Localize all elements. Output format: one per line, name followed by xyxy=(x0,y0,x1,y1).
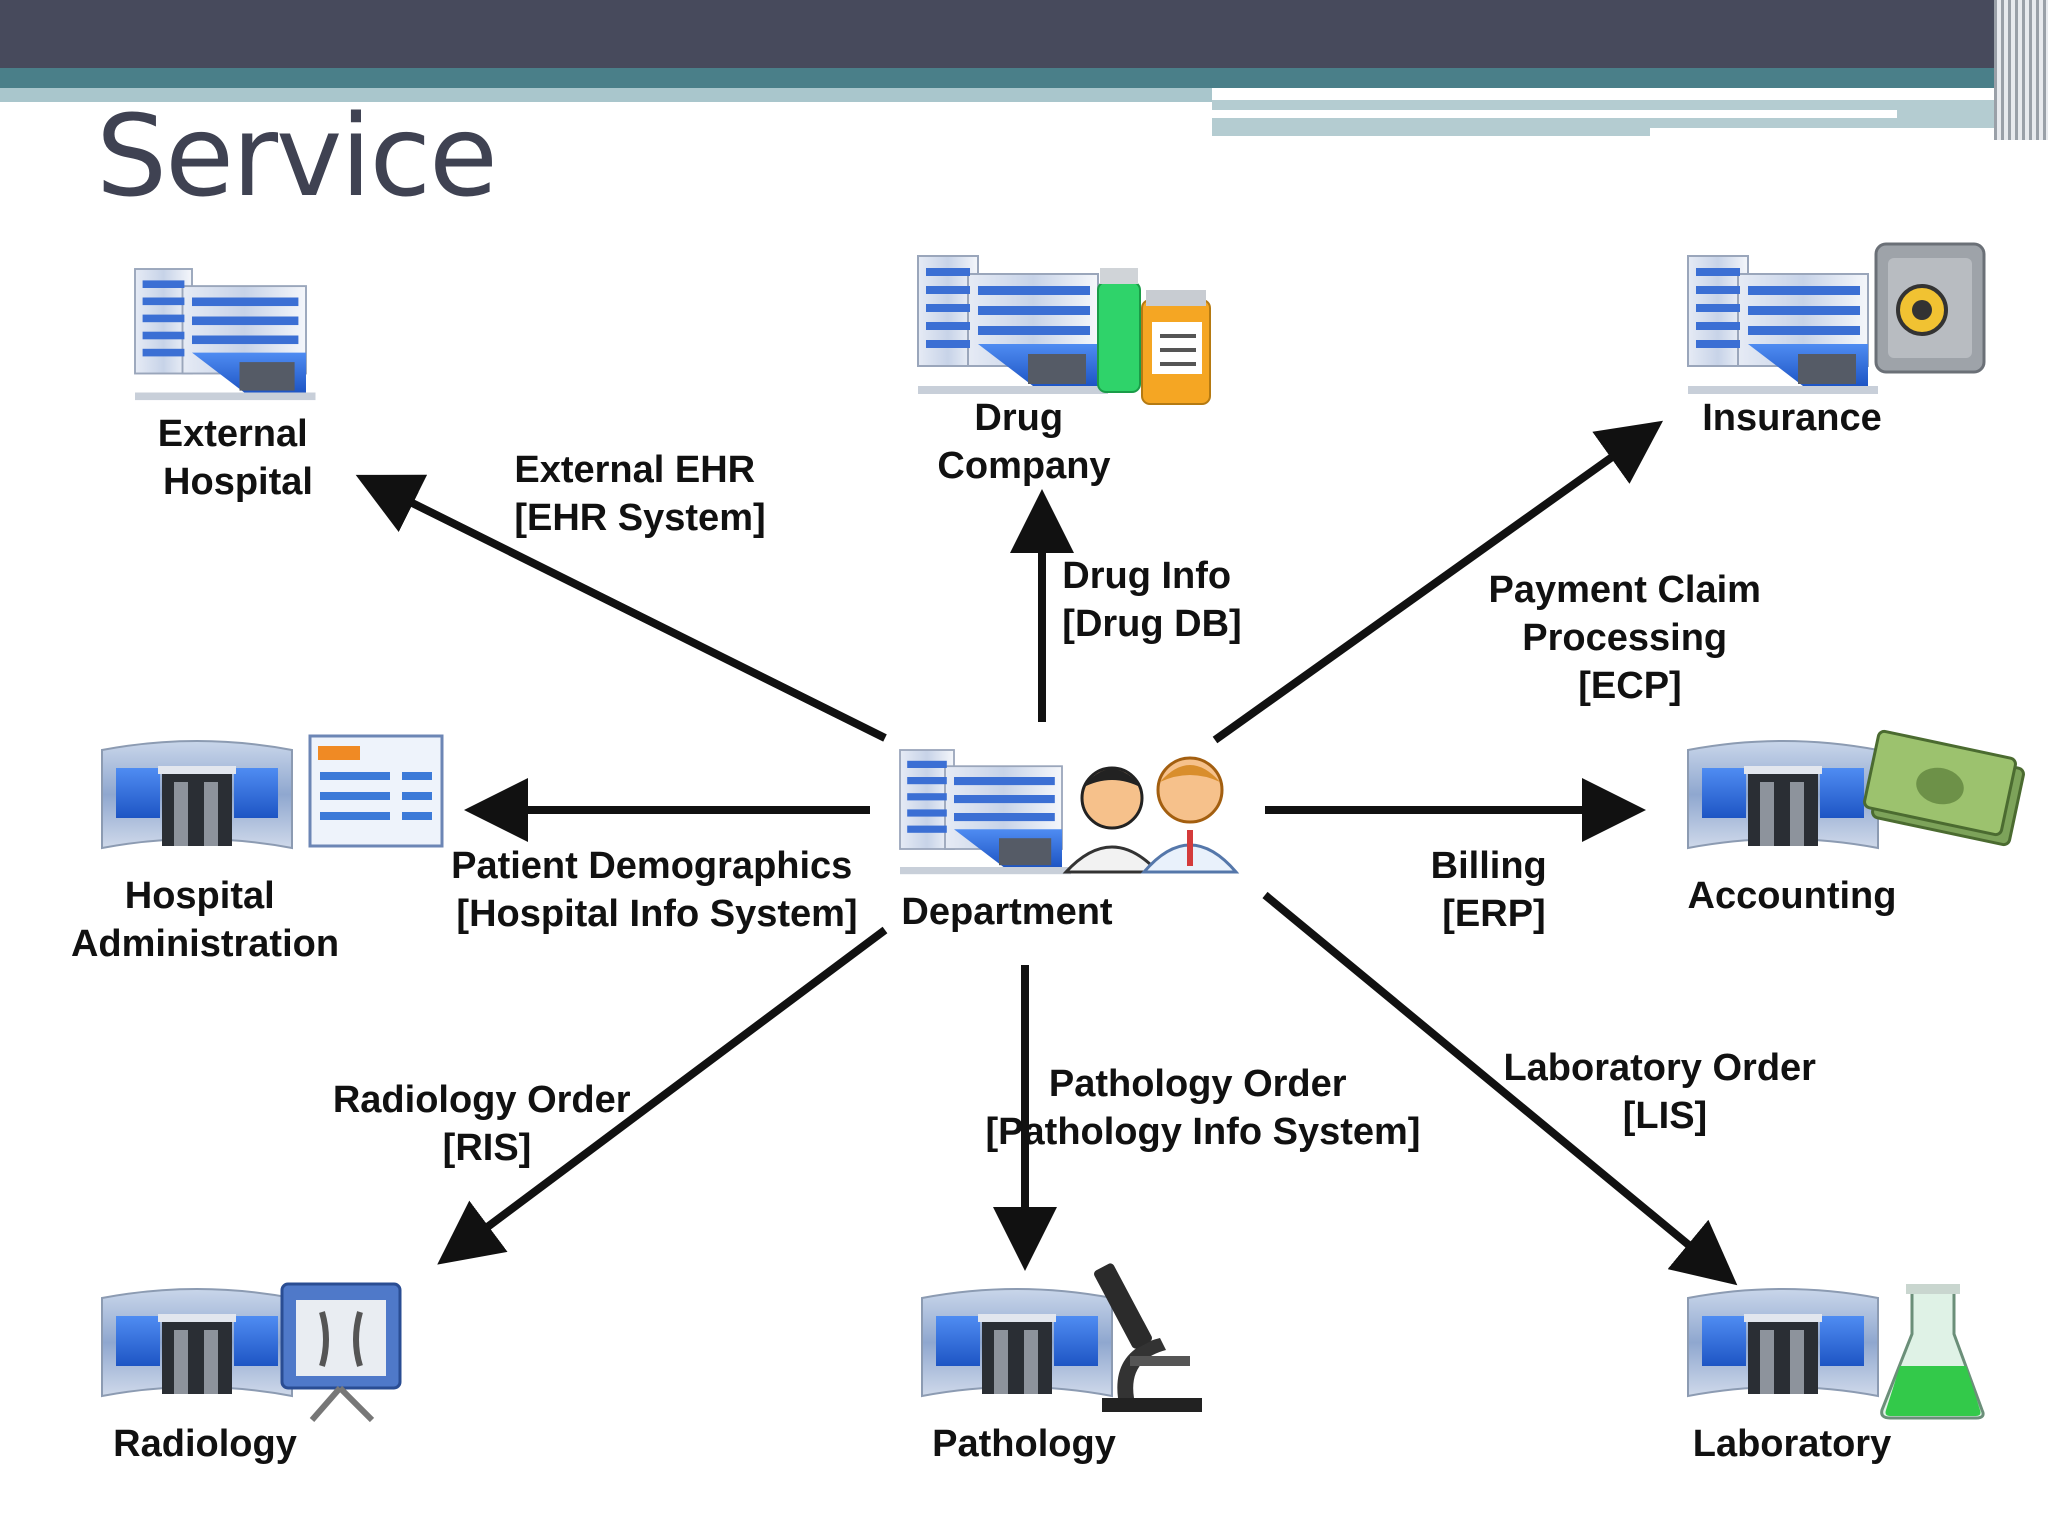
header-right-line xyxy=(1212,110,1897,118)
edge-label-external-ehr: External EHR [EHR System] xyxy=(514,449,765,539)
edge-label-line: [ERP] xyxy=(1442,893,1545,935)
department-building-with-money-icon xyxy=(1687,729,2025,849)
header-right-line-2 xyxy=(1650,128,2010,138)
node-label-department: Department xyxy=(901,891,1112,933)
department-building-with-microscope-icon xyxy=(921,1263,1202,1412)
edge-label-line: [LIS] xyxy=(1623,1095,1707,1137)
edge-label-line: [ECP] xyxy=(1578,665,1681,707)
node-label-insurance: Insurance xyxy=(1702,397,1882,439)
arrow-to-insurance xyxy=(1212,420,1664,744)
edge-label-radiology-order: Radiology Order [RIS] xyxy=(333,1079,641,1169)
department-building-with-xray-icon xyxy=(101,1282,402,1423)
header-light-band xyxy=(0,88,1212,102)
edge-label-line: [Drug DB] xyxy=(1062,603,1241,645)
node-label-line: Insurance xyxy=(1702,397,1882,439)
edge-label-line: [Pathology Info System] xyxy=(986,1111,1421,1153)
edge-label-patient-demographics: Patient Demographics [Hospital Info Syst… xyxy=(451,845,863,935)
edge-label-line: [RIS] xyxy=(443,1127,532,1169)
edge-label-line: Drug Info xyxy=(1062,555,1231,597)
page-title: Service xyxy=(96,92,498,222)
node-label-drug-company: Drug Company xyxy=(937,397,1110,487)
department-building-with-flask-icon xyxy=(1687,1284,1985,1420)
arrow-to-radiology xyxy=(437,926,888,1265)
edge-label-drug-info: Drug Info [Drug DB] xyxy=(1062,555,1241,645)
edge-label-line: Billing xyxy=(1431,845,1547,887)
node-label-line: Company xyxy=(937,445,1110,487)
hospital-building-with-doctors-icon xyxy=(899,749,1240,876)
node-label-hospital-administration: Hospital Administration xyxy=(71,875,339,965)
header-accent-band xyxy=(0,68,2048,88)
edge-label-line: Processing xyxy=(1522,617,1727,659)
node-label-line: Hospital xyxy=(163,461,313,503)
edge-label-line: [Hospital Info System] xyxy=(456,893,857,935)
arrow-to-laboratory xyxy=(1262,891,1738,1286)
edge-label-payment-claim: Payment Claim Processing [ECP] xyxy=(1488,569,1771,707)
hospital-building-icon xyxy=(134,268,317,402)
node-label-pathology: Pathology xyxy=(932,1423,1116,1465)
node-label-external-hospital: External Hospital xyxy=(158,413,319,503)
edge-label-line: Laboratory Order xyxy=(1503,1047,1816,1089)
node-label-accounting: Accounting xyxy=(1688,875,1897,917)
node-label-line: Pathology xyxy=(932,1423,1116,1465)
hospital-building-with-medicine-bottles-icon xyxy=(917,255,1211,405)
hospital-building-with-safe-icon xyxy=(1687,242,1986,395)
edge-label-laboratory-order: Laboratory Order [LIS] xyxy=(1503,1047,1826,1137)
edge-label-billing: Billing [ERP] xyxy=(1431,845,1558,935)
node-label-line: External xyxy=(158,413,308,455)
node-label-radiology: Radiology xyxy=(113,1423,297,1465)
department-building-with-form-icon xyxy=(101,734,444,849)
arrow-to-external-hospital xyxy=(355,474,887,742)
node-label-line: Laboratory xyxy=(1693,1423,1891,1465)
edge-label-line: [EHR System] xyxy=(514,497,765,539)
node-label-line: Accounting xyxy=(1688,875,1897,917)
edge-arrows xyxy=(355,420,1738,1286)
node-label-line: Drug xyxy=(974,397,1063,439)
edge-label-line: Radiology Order xyxy=(333,1079,631,1121)
header-edge-stripes xyxy=(1994,0,2048,140)
edge-label-line: Pathology Order xyxy=(1049,1063,1347,1105)
edge-label-line: Payment Claim xyxy=(1488,569,1760,611)
node-label-line: Hospital xyxy=(125,875,275,917)
node-label-line: Radiology xyxy=(113,1423,297,1465)
edge-label-line: External EHR xyxy=(514,449,755,491)
header-band xyxy=(0,0,2048,68)
edge-label-pathology-order: Pathology Order [Pathology Info System] xyxy=(986,1063,1421,1153)
node-label-line: Administration xyxy=(71,923,339,965)
node-label-laboratory: Laboratory xyxy=(1693,1423,1891,1465)
edge-label-line: Patient Demographics xyxy=(451,845,852,887)
